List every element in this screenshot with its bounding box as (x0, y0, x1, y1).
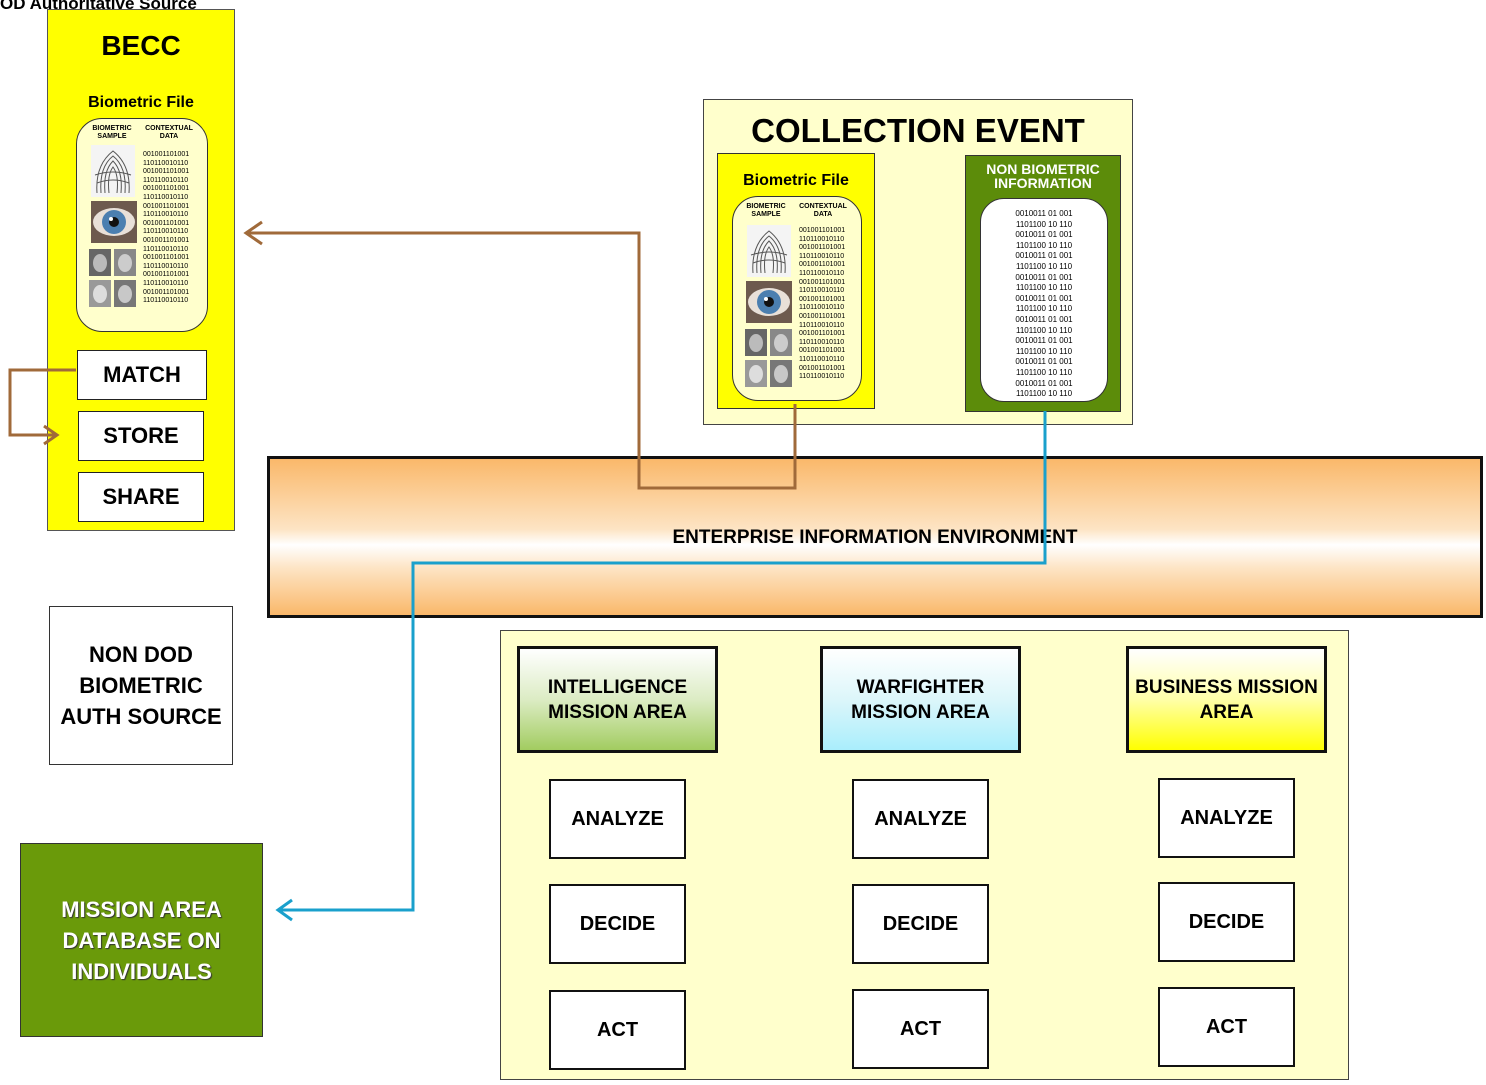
collection-sample-header: BIOMETRIC SAMPLE (746, 203, 786, 218)
business-decide-step: DECIDE (1158, 882, 1295, 962)
iris-icon (746, 281, 792, 323)
business-act-step: ACT (1158, 987, 1295, 1067)
non-biometric-panel: NON BIOMETRIC INFORMATION 0010011 01 001… (965, 155, 1121, 412)
collection-event-title: COLLECTION EVENT (751, 112, 1085, 149)
becc-contextual-binary: 001001101001 110110010110 001001101001 1… (143, 151, 190, 305)
intelligence-analyze-step: ANALYZE (549, 779, 686, 859)
non-biometric-data-box: 0010011 01 001 1101100 10 110 0010011 01… (980, 198, 1108, 402)
match-button[interactable]: MATCH (77, 350, 207, 400)
becc-data-header: CONTEXTUAL DATA (145, 125, 193, 140)
warfighter-decide-step: DECIDE (852, 884, 989, 964)
becc-title: BECC (101, 30, 181, 61)
warfighter-mission-area: WARFIGHTER MISSION AREA (820, 646, 1021, 753)
collection-contextual-binary: 001001101001 110110010110 001001101001 1… (799, 227, 846, 381)
store-button[interactable]: STORE (78, 411, 204, 461)
enterprise-information-environment: ENTERPRISE INFORMATION ENVIRONMENT (267, 456, 1483, 618)
mission-area-database: MISSION AREA DATABASE ON INDIVIDUALS (20, 843, 263, 1037)
collection-biometric-panel: Biometric File BIOMETRIC SAMPLE CONTEXTU… (717, 153, 875, 409)
becc-panel: BECC Biometric File BIOMETRIC SAMPLE CON… (47, 9, 235, 531)
face-images-icon (89, 249, 136, 307)
nonbio-to-database-arrowhead (275, 898, 293, 922)
warfighter-analyze-step: ANALYZE (852, 779, 989, 859)
eie-label: ENTERPRISE INFORMATION ENVIRONMENT (672, 527, 1078, 548)
non-biometric-title: NON BIOMETRIC INFORMATION (986, 161, 1100, 191)
becc-biometric-file-title: Biometric File (88, 94, 194, 111)
non-biometric-binary: 0010011 01 001 1101100 10 110 0010011 01… (1015, 209, 1073, 399)
collection-data-header: CONTEXTUAL DATA (799, 203, 847, 218)
business-mission-area: BUSINESS MISSION AREA (1126, 646, 1327, 753)
becc-sample-header: BIOMETRIC SAMPLE (92, 125, 132, 140)
fingerprint-icon (747, 225, 791, 277)
warfighter-act-step: ACT (852, 989, 989, 1069)
iris-icon (91, 201, 137, 243)
intelligence-mission-area: INTELLIGENCE MISSION AREA (517, 646, 718, 753)
face-images-icon (745, 329, 792, 387)
share-button[interactable]: SHARE (78, 472, 204, 522)
collection-biometric-file-title: Biometric File (743, 172, 849, 189)
becc-biometric-file: BIOMETRIC SAMPLE CONTEXTUAL DATA (76, 118, 208, 332)
intelligence-decide-step: DECIDE (549, 884, 686, 964)
collection-biometric-file: BIOMETRIC SAMPLE CONTEXTUAL DATA (732, 196, 862, 401)
fingerprint-icon (91, 145, 135, 197)
intelligence-act-step: ACT (549, 990, 686, 1070)
non-dod-source-box: NON DOD BIOMETRIC AUTH SOURCE (49, 606, 233, 765)
collection-to-becc-arrowhead (243, 220, 263, 246)
business-analyze-step: ANALYZE (1158, 778, 1295, 858)
